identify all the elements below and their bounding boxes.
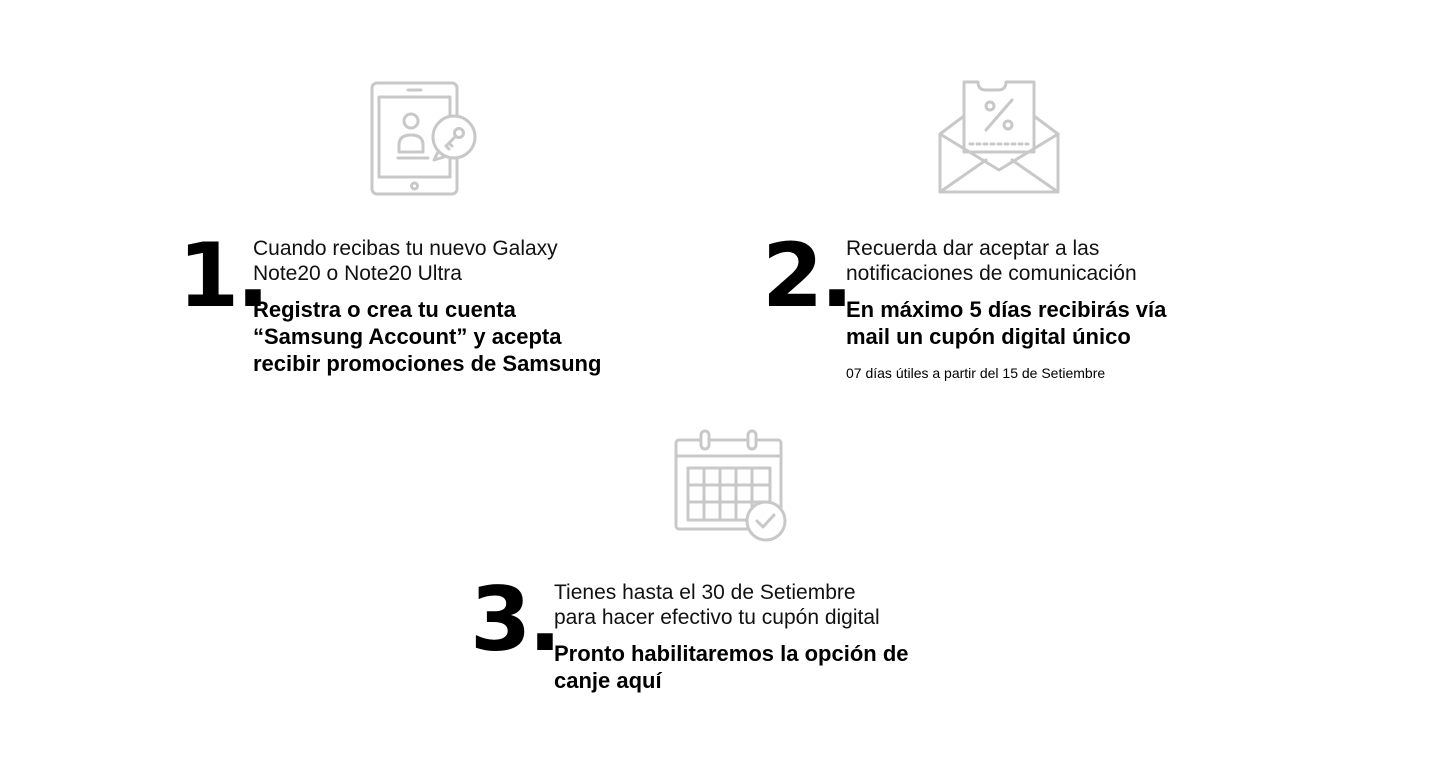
calendar-check-icon	[672, 428, 790, 546]
step-number: 2.	[762, 224, 854, 327]
step-number: 3.	[470, 568, 562, 671]
step-bold-text: Pronto habilitaremos la opción de canje …	[554, 641, 909, 693]
tablet-user-key-icon	[368, 80, 480, 198]
step-number: 1.	[178, 224, 270, 327]
step-lead-text: Cuando recibas tu nuevo Galaxy Note20 o …	[253, 237, 558, 285]
step-footnote: 07 días útiles a partir del 15 de Setiem…	[846, 365, 1106, 381]
step-bold-text: En máximo 5 días recibirás vía mail un c…	[846, 297, 1167, 349]
envelope-coupon-icon	[936, 78, 1062, 198]
step-bold-text: Registra o crea tu cuenta “Samsung Accou…	[253, 297, 602, 376]
step-lead-text: Tienes hasta el 30 de Setiembre para hac…	[554, 581, 880, 629]
step-lead-text: Recuerda dar aceptar a las notificacione…	[846, 237, 1137, 285]
